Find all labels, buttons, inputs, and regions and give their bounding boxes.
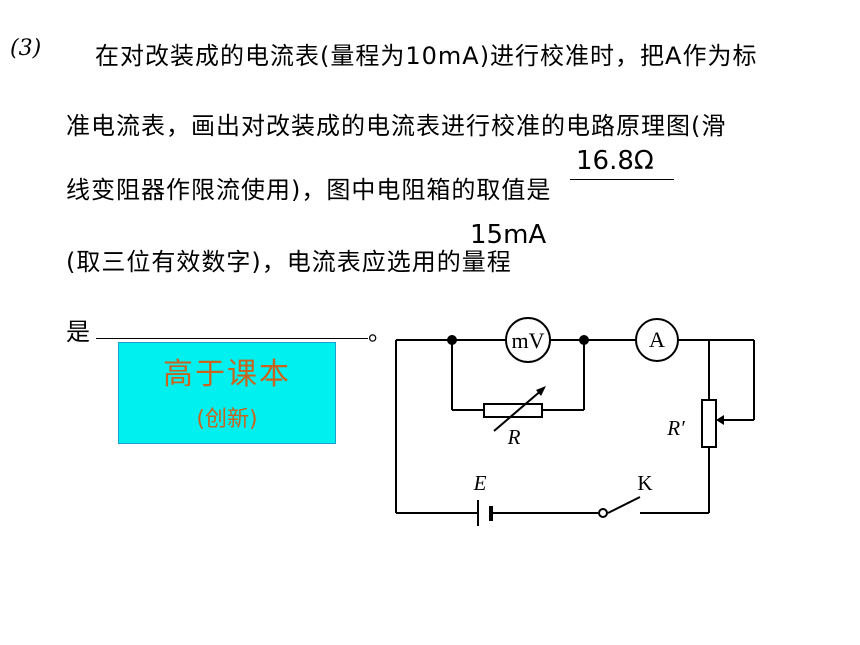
answer-range: 15mA: [470, 220, 547, 250]
millivoltmeter-circle: [505, 317, 551, 363]
resistor-box-label: R: [507, 425, 521, 449]
answer-blank-resistance: [570, 179, 674, 180]
rheostat-label: R′: [666, 416, 685, 440]
question-line-3: 线变阻器作限流使用)，图中电阻箱的取值是: [66, 176, 552, 204]
switch-label: K: [637, 471, 652, 495]
question-line-1: 在对改装成的电流表(量程为10mA)进行校准时，把A作为标: [95, 42, 758, 70]
badge-subtitle: (创新): [196, 407, 258, 432]
question-number: (3): [10, 36, 42, 61]
question-line-4: (取三位有效数字)，电流表应选用的量程: [66, 248, 512, 276]
question-line-2: 准电流表，画出对改装成的电流表进行校准的电路原理图(滑: [66, 112, 727, 140]
answer-resistance: 16.8Ω: [576, 146, 654, 176]
resistor-arrowhead: [536, 386, 546, 396]
ammeter-label: A: [649, 327, 665, 352]
answer-blank-final: [96, 338, 368, 339]
ammeter-circle: [635, 318, 679, 362]
resistor-box-variable-arrow: [493, 388, 544, 432]
switch-contact: [598, 508, 608, 518]
badge-box: 高于课本 (创新): [118, 342, 336, 444]
junction-left: [447, 335, 457, 345]
battery-label: E: [473, 471, 487, 495]
switch-lever: [607, 496, 641, 514]
resistor-box-symbol: [483, 403, 543, 418]
question-line-5-suffix: 。: [368, 318, 393, 346]
millivoltmeter-label: mV: [512, 328, 545, 353]
badge-title: 高于课本: [163, 357, 291, 392]
question-line-5-prefix: 是: [66, 318, 91, 346]
slider-arrowhead: [716, 415, 724, 425]
rheostat-symbol: [701, 399, 717, 448]
junction-right: [579, 335, 589, 345]
